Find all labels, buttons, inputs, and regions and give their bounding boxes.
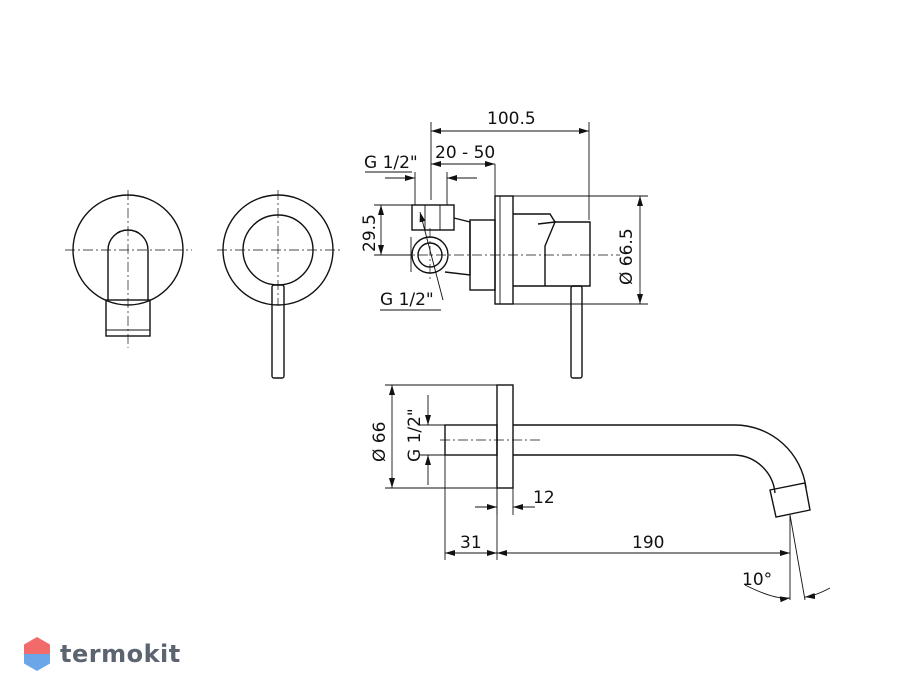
brand-logo: termokit: [22, 636, 181, 672]
dim-diameter-plate: Ø 66.5: [513, 195, 648, 305]
brand-name: termokit: [60, 640, 181, 668]
dim-plate-thickness: 12: [475, 488, 555, 515]
dim-height-inlet: 29.5: [360, 204, 412, 256]
dim-diameter-spout-plate: Ø 66: [370, 384, 497, 489]
label-thread-spout: G 1/2": [405, 408, 425, 462]
label-plate-thickness: 12: [533, 488, 555, 508]
label-thread-bottom: G 1/2": [380, 290, 434, 310]
hexagon-logo-icon: [24, 637, 50, 671]
dim-spout-angle: 10°: [742, 514, 831, 603]
label-spout-offset: 31: [460, 533, 482, 553]
label-thread-top: G 1/2": [364, 153, 418, 173]
spout-front-view: [65, 190, 192, 348]
dim-total-length: 100.5: [430, 109, 590, 220]
mixer-side-view: [400, 195, 620, 379]
label-diameter-plate: Ø 66.5: [617, 228, 637, 285]
label-diameter-spout-plate: Ø 66: [370, 422, 390, 462]
dim-thread-spout: G 1/2": [405, 395, 445, 485]
label-spout-angle: 10°: [742, 570, 772, 590]
dim-thread-top: G 1/2": [364, 153, 477, 205]
dim-spout-length: 190: [497, 515, 791, 560]
spout-side-view: [440, 384, 811, 518]
label-spout-length: 190: [632, 533, 664, 553]
dim-thread-bottom: G 1/2": [380, 211, 444, 311]
label-wall-range: 20 - 50: [435, 143, 495, 163]
dim-wall-range: 20 - 50: [431, 143, 496, 196]
label-height-inlet: 29.5: [360, 214, 380, 252]
label-total-length: 100.5: [487, 109, 536, 129]
dim-spout-offset: 31: [444, 455, 498, 560]
mixer-front-view: [217, 190, 340, 379]
